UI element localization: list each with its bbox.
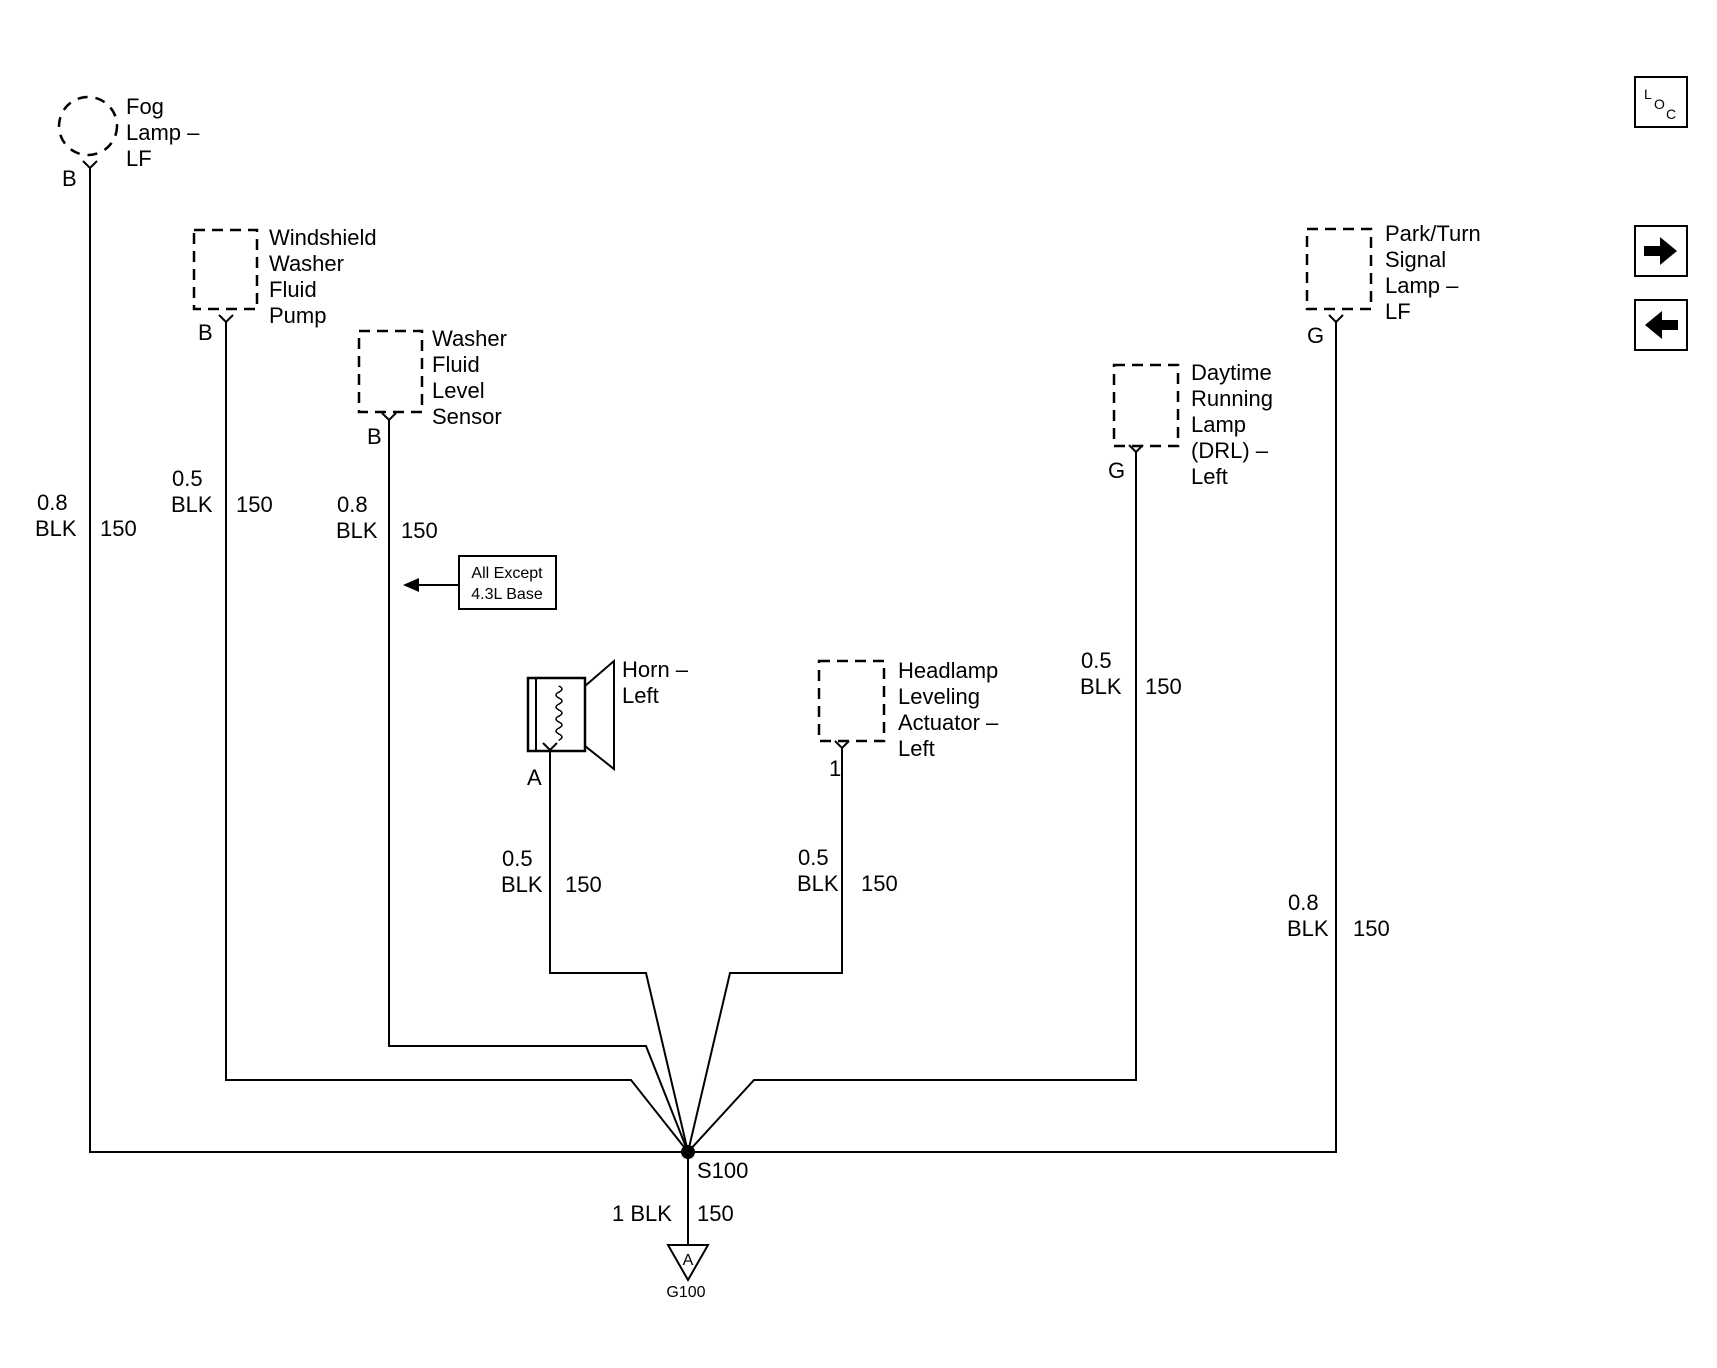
- washer-sensor-wire-circuit: 150: [401, 518, 438, 543]
- drl-label-5: Left: [1191, 464, 1228, 489]
- next-page-button[interactable]: [1634, 225, 1688, 277]
- washer-fluid-level-sensor[interactable]: Washer Fluid Level Sensor B: [357, 326, 507, 449]
- svg-text:L: L: [1644, 86, 1652, 102]
- daytime-running-lamp-left[interactable]: Daytime Running Lamp (DRL) – Left G: [1108, 360, 1273, 489]
- washer-sensor-wire-gauge: 0.8: [337, 492, 368, 517]
- location-icon: L O C: [1644, 86, 1676, 122]
- washer-sensor-label-3: Level: [432, 378, 485, 403]
- headlamp-label-3: Actuator –: [898, 710, 999, 735]
- wire-fog-lamp[interactable]: [89, 167, 688, 1153]
- washer-pump-wire-color: BLK: [171, 492, 213, 517]
- option-note-line-1: All Except: [471, 565, 543, 582]
- washer-pump-label-4: Pump: [269, 303, 326, 328]
- park-turn-wire-color: BLK: [1287, 916, 1329, 941]
- washer-sensor-label-4: Sensor: [432, 404, 502, 429]
- park-turn-wire-gauge: 0.8: [1288, 890, 1319, 915]
- wire-washer-pump[interactable]: [225, 322, 689, 1153]
- washer-sensor-wire-color: BLK: [336, 518, 378, 543]
- park-turn-label-4: LF: [1385, 299, 1411, 324]
- washer-pump-label-1: Windshield: [269, 225, 377, 250]
- splice-dot[interactable]: [681, 1145, 695, 1159]
- ground-name: G100: [666, 1284, 705, 1301]
- wires: [89, 167, 1337, 1245]
- arrow-left-icon: [1645, 311, 1678, 339]
- drl-label-1: Daytime: [1191, 360, 1272, 385]
- headlamp-wire-gauge: 0.5: [798, 845, 829, 870]
- arrow-right-icon: [1644, 237, 1677, 265]
- horn-wire-circuit: 150: [565, 872, 602, 897]
- horn-pin: A: [527, 765, 542, 790]
- park-turn-label-2: Signal: [1385, 247, 1446, 272]
- headlamp-label-2: Leveling: [898, 684, 980, 709]
- washer-pump-label-2: Washer: [269, 251, 344, 276]
- headlamp-wire-circuit: 150: [861, 871, 898, 896]
- park-turn-signal-lamp-lf[interactable]: Park/Turn Signal Lamp – LF G: [1305, 221, 1481, 348]
- svg-text:O: O: [1654, 96, 1665, 112]
- park-turn-label-3: Lamp –: [1385, 273, 1459, 298]
- drl-pin: G: [1108, 458, 1125, 483]
- ground-wire-label: 1 BLK: [612, 1201, 672, 1226]
- drl-label-2: Running: [1191, 386, 1273, 411]
- horn-label-2: Left: [622, 683, 659, 708]
- drl-label-3: Lamp: [1191, 412, 1246, 437]
- park-turn-pin: G: [1307, 323, 1324, 348]
- fog-wire-gauge: 0.8: [37, 490, 68, 515]
- drl-wire-gauge: 0.5: [1081, 648, 1112, 673]
- headlamp-wire-color: BLK: [797, 871, 839, 896]
- fog-lamp-pin: B: [62, 166, 77, 191]
- drl-wire-circuit: 150: [1145, 674, 1182, 699]
- fog-lamp-label-2: Lamp –: [126, 120, 200, 145]
- previous-page-button[interactable]: [1634, 299, 1688, 351]
- headlamp-leveling-actuator-left[interactable]: Headlamp Leveling Actuator – Left 1: [817, 658, 999, 781]
- washer-sensor-label-2: Fluid: [432, 352, 480, 377]
- svg-text:C: C: [1666, 106, 1676, 122]
- fog-wire-circuit: 150: [100, 516, 137, 541]
- drl-label-4: (DRL) –: [1191, 438, 1269, 463]
- fog-wire-color: BLK: [35, 516, 77, 541]
- washer-pump-wire-circuit: 150: [236, 492, 273, 517]
- headlamp-pin: 1: [829, 756, 841, 781]
- washer-pump-wire-gauge: 0.5: [172, 466, 203, 491]
- ground-g100[interactable]: A G100: [666, 1244, 710, 1301]
- washer-sensor-label-1: Washer: [432, 326, 507, 351]
- headlamp-label-1: Headlamp: [898, 658, 998, 683]
- location-button[interactable]: L O C: [1634, 76, 1688, 128]
- fog-lamp-label-3: LF: [126, 146, 152, 171]
- wire-park-turn-lamp[interactable]: [688, 322, 1337, 1153]
- fog-lamp-lf[interactable]: Fog Lamp – LF B: [57, 94, 200, 191]
- headlamp-label-4: Left: [898, 736, 935, 761]
- option-note: All Except 4.3L Base: [403, 555, 557, 610]
- park-turn-wire-circuit: 150: [1353, 916, 1390, 941]
- wire-horn[interactable]: [549, 750, 689, 1153]
- wire-headlamp-actuator[interactable]: [687, 748, 843, 1153]
- washer-pump-label-3: Fluid: [269, 277, 317, 302]
- wire-drl[interactable]: [687, 452, 1137, 1153]
- windshield-washer-fluid-pump[interactable]: Windshield Washer Fluid Pump B: [192, 225, 377, 345]
- horn-left[interactable]: Horn – Left A: [526, 657, 689, 790]
- park-turn-label-1: Park/Turn: [1385, 221, 1481, 246]
- splice-label: S100: [697, 1158, 748, 1183]
- ground-terminal: A: [683, 1252, 694, 1269]
- option-note-line-2: 4.3L Base: [471, 586, 543, 603]
- horn-label-1: Horn –: [622, 657, 689, 682]
- washer-sensor-pin: B: [367, 424, 382, 449]
- drl-wire-color: BLK: [1080, 674, 1122, 699]
- wire-washer-sensor[interactable]: [388, 420, 689, 1153]
- horn-wire-gauge: 0.5: [502, 846, 533, 871]
- washer-pump-pin: B: [198, 320, 213, 345]
- ground-wire-circuit: 150: [697, 1201, 734, 1226]
- horn-wire-color: BLK: [501, 872, 543, 897]
- fog-lamp-label-1: Fog: [126, 94, 164, 119]
